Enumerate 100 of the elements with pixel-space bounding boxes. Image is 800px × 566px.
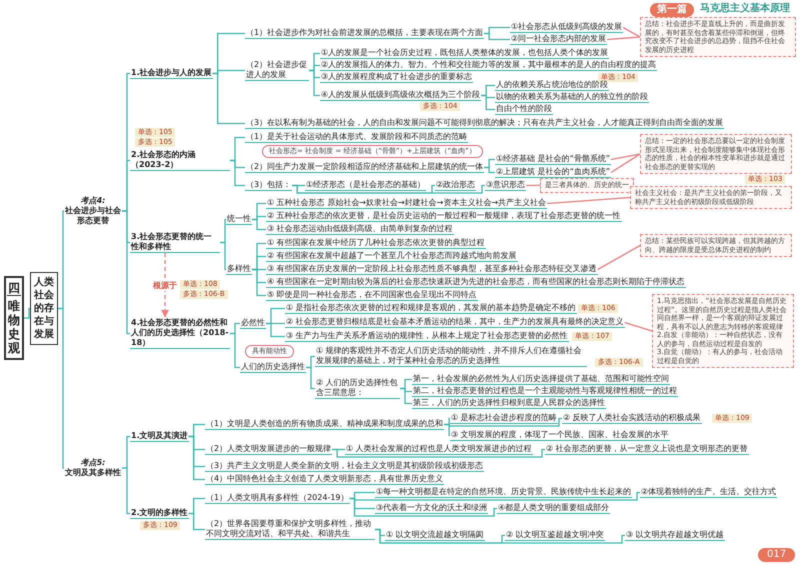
branch-label: （2）人类文明发展进步的一般规律 [205,444,332,455]
connector-line [266,322,285,338]
branch-label: ①每一种文明都是在特定的自然环境、历史背景、民族传统中生长起来的 [375,487,632,498]
section-title: 马克思主义基本原理 [700,3,790,15]
connector-line [212,72,245,124]
connector-line [526,184,540,186]
topic-box [4,276,24,360]
branch-label: 自由个性的阶段 [495,104,553,115]
connector-line [188,512,205,530]
connector-line [481,94,495,110]
connector-line [230,160,245,186]
note-box [652,294,794,368]
branch-label: ②体现着独特的生产、生活、交往方式 [640,487,778,498]
connector-line [188,436,205,480]
branch-label: （1）是关于社会运动的具体形式、发展阶段和不同质态的范畴 [245,132,468,143]
branch-label: （3）共产主义文明是人类全新的文明，社会主义文明是其初级阶段或初级形态 [205,461,484,472]
branch-label: ② 社会形态更替归根结底是社会基本矛盾运动的结果，其中，生产力的发展具有最终的决定意义 [285,317,625,328]
branch-label: 第一，社会发展的必然性为人们历史选择提供了基础、范围和可能性空间 [412,374,670,385]
branch-label: ②同一社会形态内部的发展 [510,34,608,45]
connector-line [58,308,64,469]
branch-label: ① 五种社会形态 原始社会→奴隶社会→封建社会→资本主义社会→共产主义社会 [266,198,548,209]
connector-line [292,184,485,194]
branch-label: ② 社会形态的更替，从一定意义上说也是文明形态的更替 [545,444,749,455]
branch-label: ③代表着一方文化的沃土和绿洲 [375,503,488,514]
branch-label: ③ 社会形态运动由低级到高级、由简单到复杂的过程 [266,224,454,235]
connector-line [484,166,495,174]
connector-line [24,308,30,319]
edge-label: 根源于 [152,280,178,290]
branch-label: ② 反映了人类社会实践活动的积极成果 [562,413,702,424]
branch-label: （1）文明是人类创造的所有物质成果、精神成果和制度成果的总和 [205,419,444,430]
topic-box: 人类社会的存在与发展 [30,272,58,345]
connector-line [306,366,315,390]
branch-label: （3）在以私有制为基础的社会，人的自由和发展问题不可能得到彻底的解决；只有在共产主义社会，人才能真正得到自由而全面的发展 [245,118,724,129]
branch-label: ③ 以文明共存超越文明优越 [625,530,725,541]
branch-label: 2.文明的多样性 [130,508,189,519]
branch-label: ① 有些国家在发展中经历了几种社会形态依次更替的典型过程 [266,238,486,249]
branch-label: （2）世界各国要尊重和保护文明多样性，推动不同文明交流对话、和平共处、和谐共生 [205,519,375,540]
connector-line [610,153,640,160]
branch-label: 多样性 [226,264,252,275]
section-badge: 第一篇 [650,3,694,17]
branch-label: ① 人类社会发展的过程也是人类文明发展进步的过程 [345,444,533,455]
connector-line [122,210,130,334]
branch-label: （1）人类文明具有多样性（2024-19） [205,493,350,504]
branch-label: ①社会形态从低级到高级的发展 [510,22,624,33]
branch-label: ③ 生产力与生产关系矛盾运动的规律性，从根本上规定了社会形态更替的必然性 [285,331,569,342]
branch-label: ① 规律的客观性并不否定人们历史活动的能动性，并不排斥人们在遵循社会发展规律的基础上，对于某种社会形态的历史选择性 [315,346,587,367]
branch-label: 2.社会形态的内涵（2023-2） [130,150,230,171]
branch-label: ②政治形态 [435,180,476,191]
branch-label: 以物的依赖关系为基础的人的独立性的阶段 [495,92,649,103]
branch-label: ② 人们的历史选择性包含三层意思： [315,378,400,399]
connector-line [252,218,266,230]
connector-line [484,32,510,40]
connector-line [309,70,320,96]
branch-label: ①人的发展是一个社会历史过程，既包括人类整体的发展，也包括人类个体的发展 [320,48,610,59]
connector-line [444,424,450,436]
branch-label: ② 有些国家在发展中超越了一个甚至几个社会形态而跨越式地向前发展 [266,251,518,262]
branch-label: ①经济基础 是社会的“骨骼系统” [495,154,612,165]
branch-label: （1）社会进步作为对社会前进发展的总概括，主要表现在两个方面 [245,28,484,39]
connector-line [375,528,625,544]
branch-label: （4）中国特色社会主义创造了人类文明新形态，具有世界历史意义 [205,474,444,485]
connector-line [400,388,412,404]
connector-line [252,268,266,296]
connector-line [230,332,240,368]
branch-label: （3）包括： [245,180,292,191]
connector-line [220,242,226,270]
connector-line [122,467,130,514]
branch-label: （2）同生产力发展一定阶段相适应的经济基础和上层建筑的统一体 [245,162,484,173]
branch-label: 人的依赖关系占统治地位的阶段 [495,80,609,91]
branch-label: 4.社会形态更替的必然性和人们的历史选择性（2018-18） [130,318,230,349]
heading-text: 考点4: [80,196,106,206]
branch-label: （2）社会进步促进人的发展 [245,60,309,81]
branch-label: ⑤ 即使是同一种社会形态，在不同国家也会呈现出不同特点 [266,290,478,301]
branch-label: 1.文明及其演进 [130,431,189,442]
arrow [161,253,169,318]
branch-label: 第二，社会形态更替的过程也是一个主观能动性与客观规律性相统一的过程 [412,386,678,397]
branch-label: ④ 有些国家在一定时期由较为落后的社会形态快速跃进为先进的社会形态，而有些国家的社会形态则长期陷于停滞状态 [266,277,686,288]
branch-label: ① 是指社会形态依次更替的过程和规律是客观的，其发展的基本趋势是确定不移的 [285,303,577,314]
page-number: 017 [758,548,796,562]
connector-line [610,153,640,174]
connector-line [607,36,640,40]
branch-label: ② 五种社会形态的依次更替，是社会历史运动的一般过程和一般规律，表现了社会形态更替的统一性 [266,211,622,222]
branch-label: 人们的历史选择性 [240,362,306,373]
branch-label: ② 以文明互鉴超越文明冲突 [505,530,605,541]
branch-label: ③人的发展程度构成了社会进步的重要标志 [320,72,474,83]
branch-label: ①经济形态（是社会形态的基础） [305,180,426,191]
heading-text: 考点5: [80,458,106,468]
heading-text: 文明及其多样性 [64,468,122,478]
connector-line [622,26,640,38]
branch-label: ③意识形态 [485,180,526,191]
branch-label: ① 是标志社会进步程度的范畴 [450,413,558,424]
connector-line [597,244,640,270]
branch-label: ②人的发展指人的体力、智力、个性和交往能力等的发展，其中最根本的是人的自由程度的提高 [320,60,658,71]
branch-label: 必然性 [240,318,266,329]
branch-label: 3.社会形态更替的统一性和多样性 [130,232,220,253]
branch-label: ③ 文明发展的程度，体现了一个民族、国家、社会发展的水平 [450,430,670,441]
branch-label: 统一性 [226,214,252,225]
connector-line [350,498,497,517]
heading-text: 社会进步与社会形态更替 [64,206,122,226]
branch-label: ④都是人类文明的重要组成部分 [497,503,610,514]
branch-label: ③ 有些国家在历史发展的一定阶段上社会形态性质不够典型，甚至多种社会形态特征交叉渗透 [266,264,598,275]
